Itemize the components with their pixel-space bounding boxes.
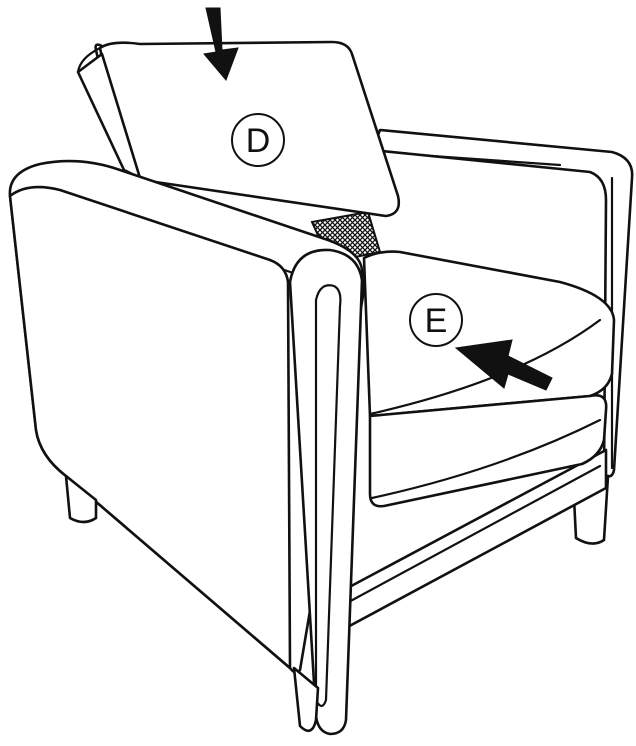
left-armrest xyxy=(8,159,366,736)
left-back-leg xyxy=(64,474,98,524)
left-front-leg xyxy=(292,666,320,733)
label-backrest: D xyxy=(231,113,285,167)
label-seat: E xyxy=(409,293,463,347)
label-backrest-text: D xyxy=(246,122,271,160)
arrow-left-icon xyxy=(454,339,553,391)
label-seat-text: E xyxy=(425,302,448,340)
arrow-down-icon xyxy=(203,7,239,81)
